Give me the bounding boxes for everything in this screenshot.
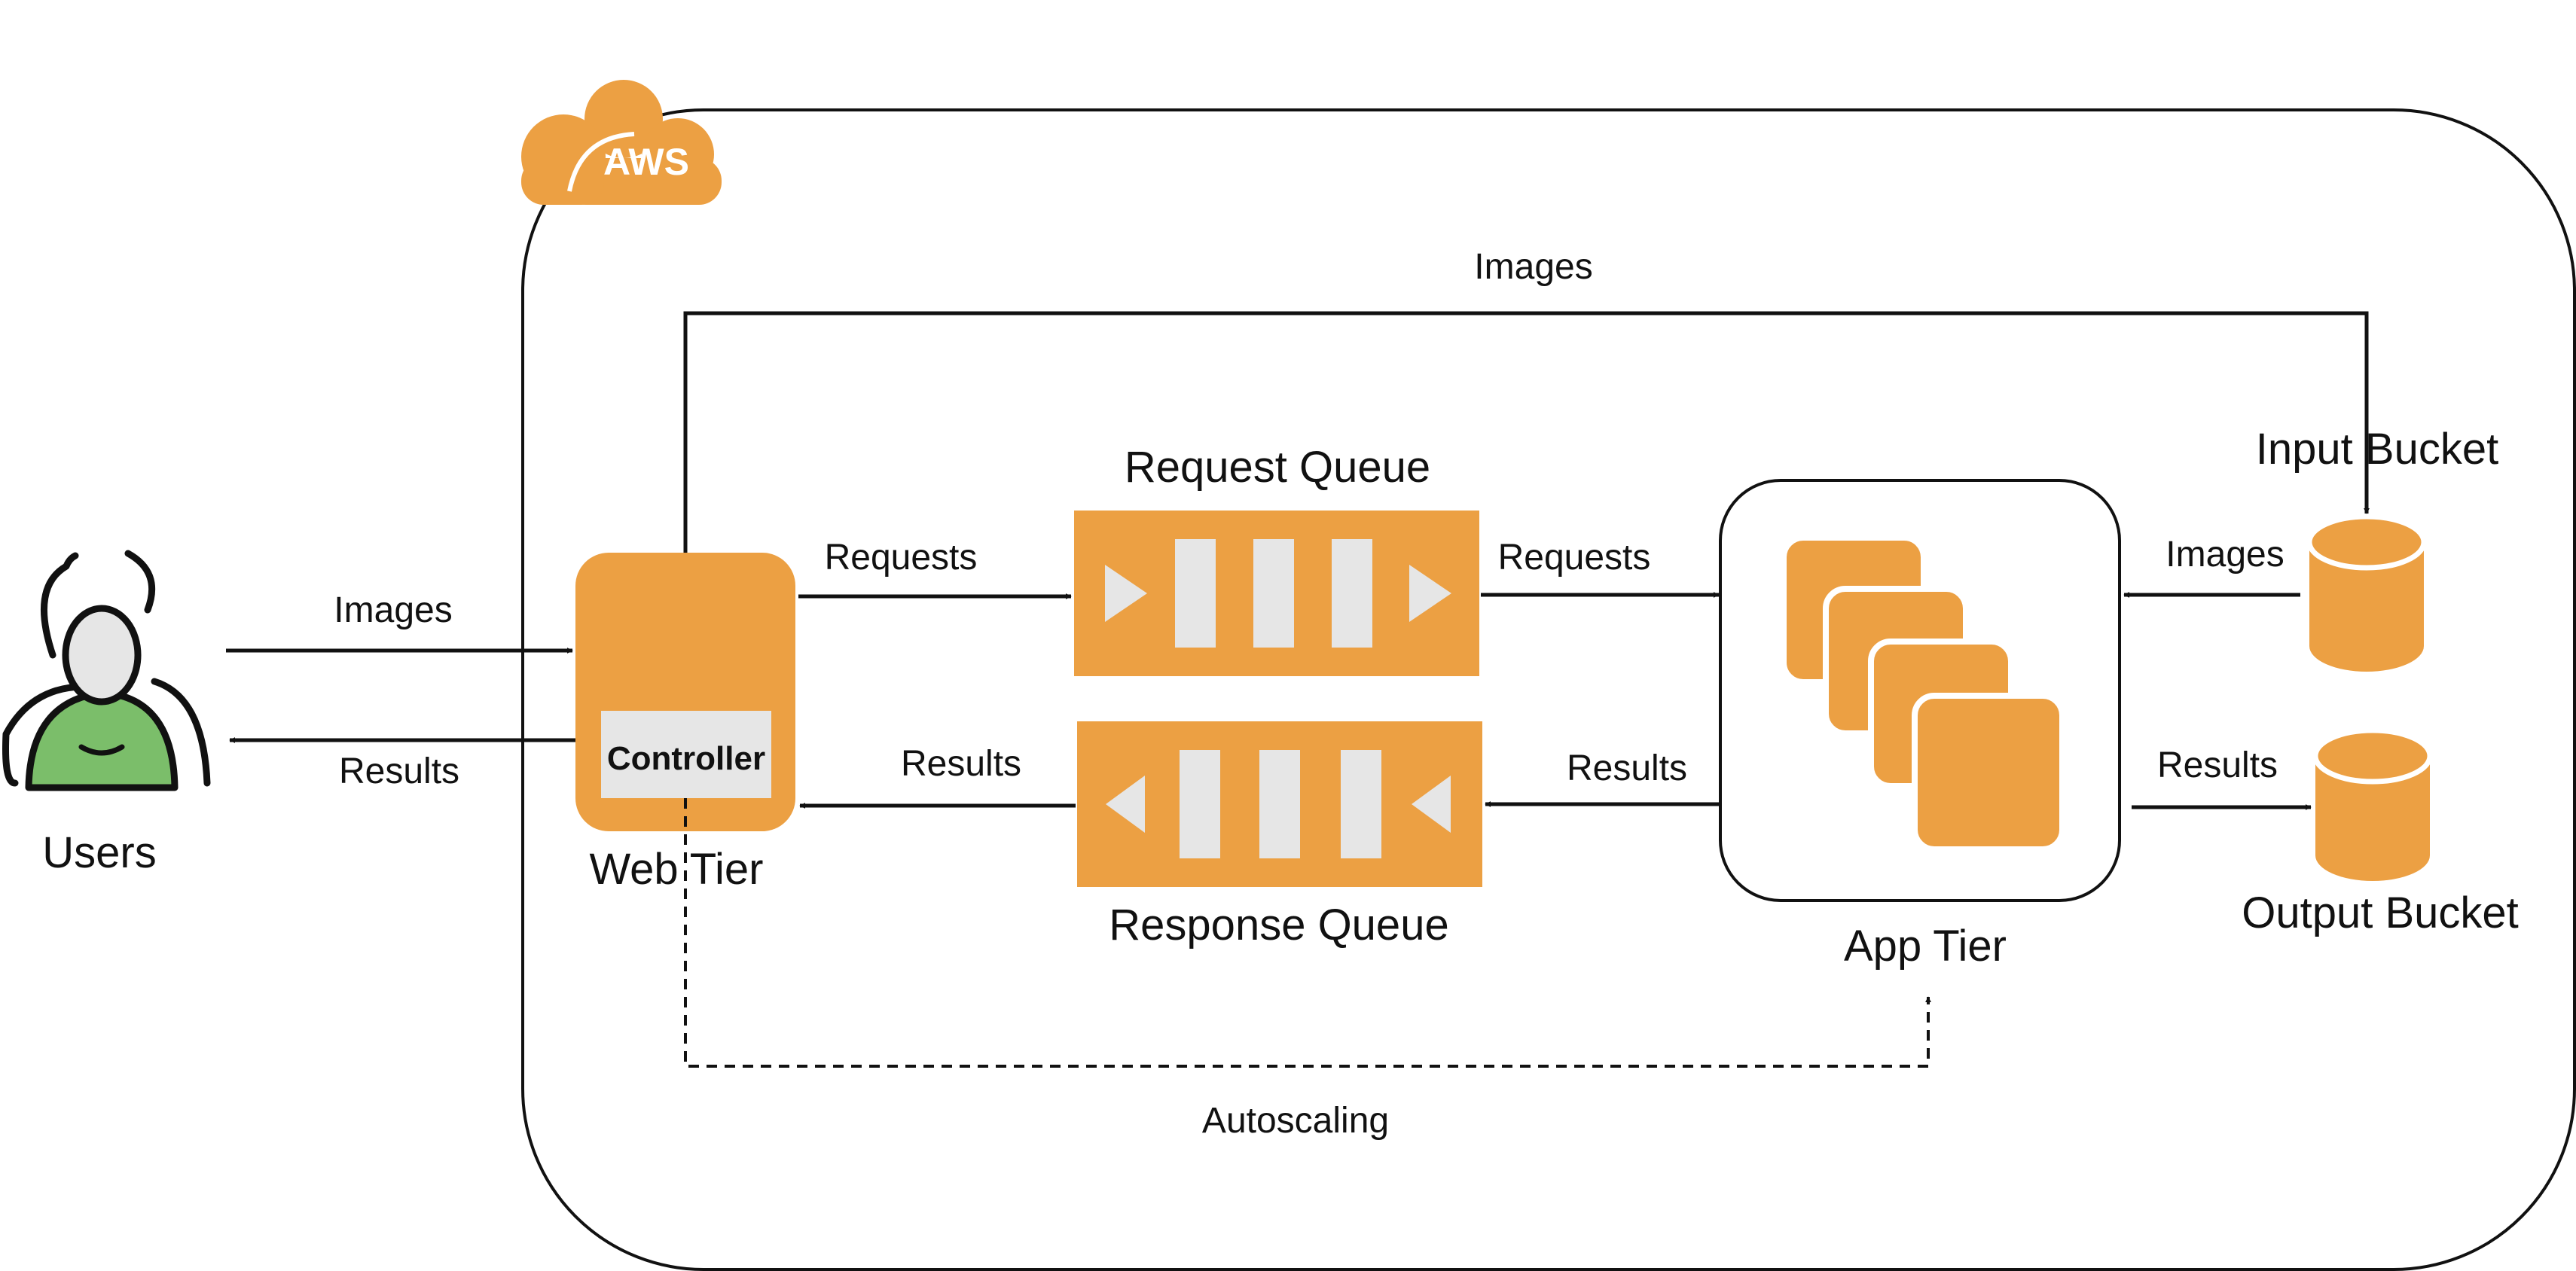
aws-cloud-boundary bbox=[521, 108, 2576, 1271]
label-web-to-request-queue: Requests bbox=[825, 538, 978, 578]
label-app-to-output-bucket: Results bbox=[2157, 745, 2278, 785]
label-input-bucket-to-app: Images bbox=[2165, 535, 2284, 575]
aws-cloud-icon: AWS bbox=[521, 80, 722, 205]
output-bucket-icon bbox=[2312, 727, 2433, 881]
label-app-to-response-queue: Results bbox=[1567, 748, 1687, 788]
web-tier-label: Web Tier bbox=[589, 845, 763, 894]
label-users-to-web: Images bbox=[334, 590, 452, 630]
request-queue-icon bbox=[1074, 511, 1479, 676]
label-request-queue-to-app: Requests bbox=[1498, 538, 1651, 578]
arrow-autoscaling bbox=[684, 798, 1931, 1068]
request-queue-label: Request Queue bbox=[1125, 443, 1430, 492]
label-web-to-input-bucket: Images bbox=[1474, 247, 1592, 287]
app-tier-label: App Tier bbox=[1844, 922, 2007, 971]
response-queue-icon bbox=[1077, 721, 1482, 887]
controller-label: Controller bbox=[607, 740, 765, 777]
user-group-icon bbox=[2, 550, 211, 791]
aws-badge-label: AWS bbox=[603, 141, 689, 183]
output-bucket-label: Output Bucket bbox=[2242, 888, 2519, 937]
label-response-queue-to-web: Results bbox=[901, 744, 1021, 784]
controller-box bbox=[601, 711, 771, 798]
input-bucket-icon bbox=[2306, 514, 2427, 672]
arrow-web-to-input-bucket bbox=[683, 311, 2370, 553]
server-stack-icon bbox=[1781, 535, 2065, 852]
input-bucket-label: Input Bucket bbox=[2256, 425, 2498, 474]
label-autoscaling: Autoscaling bbox=[1202, 1101, 1389, 1141]
users-label: Users bbox=[42, 828, 156, 877]
response-queue-label: Response Queue bbox=[1109, 901, 1448, 949]
label-web-to-users: Results bbox=[339, 751, 459, 791]
